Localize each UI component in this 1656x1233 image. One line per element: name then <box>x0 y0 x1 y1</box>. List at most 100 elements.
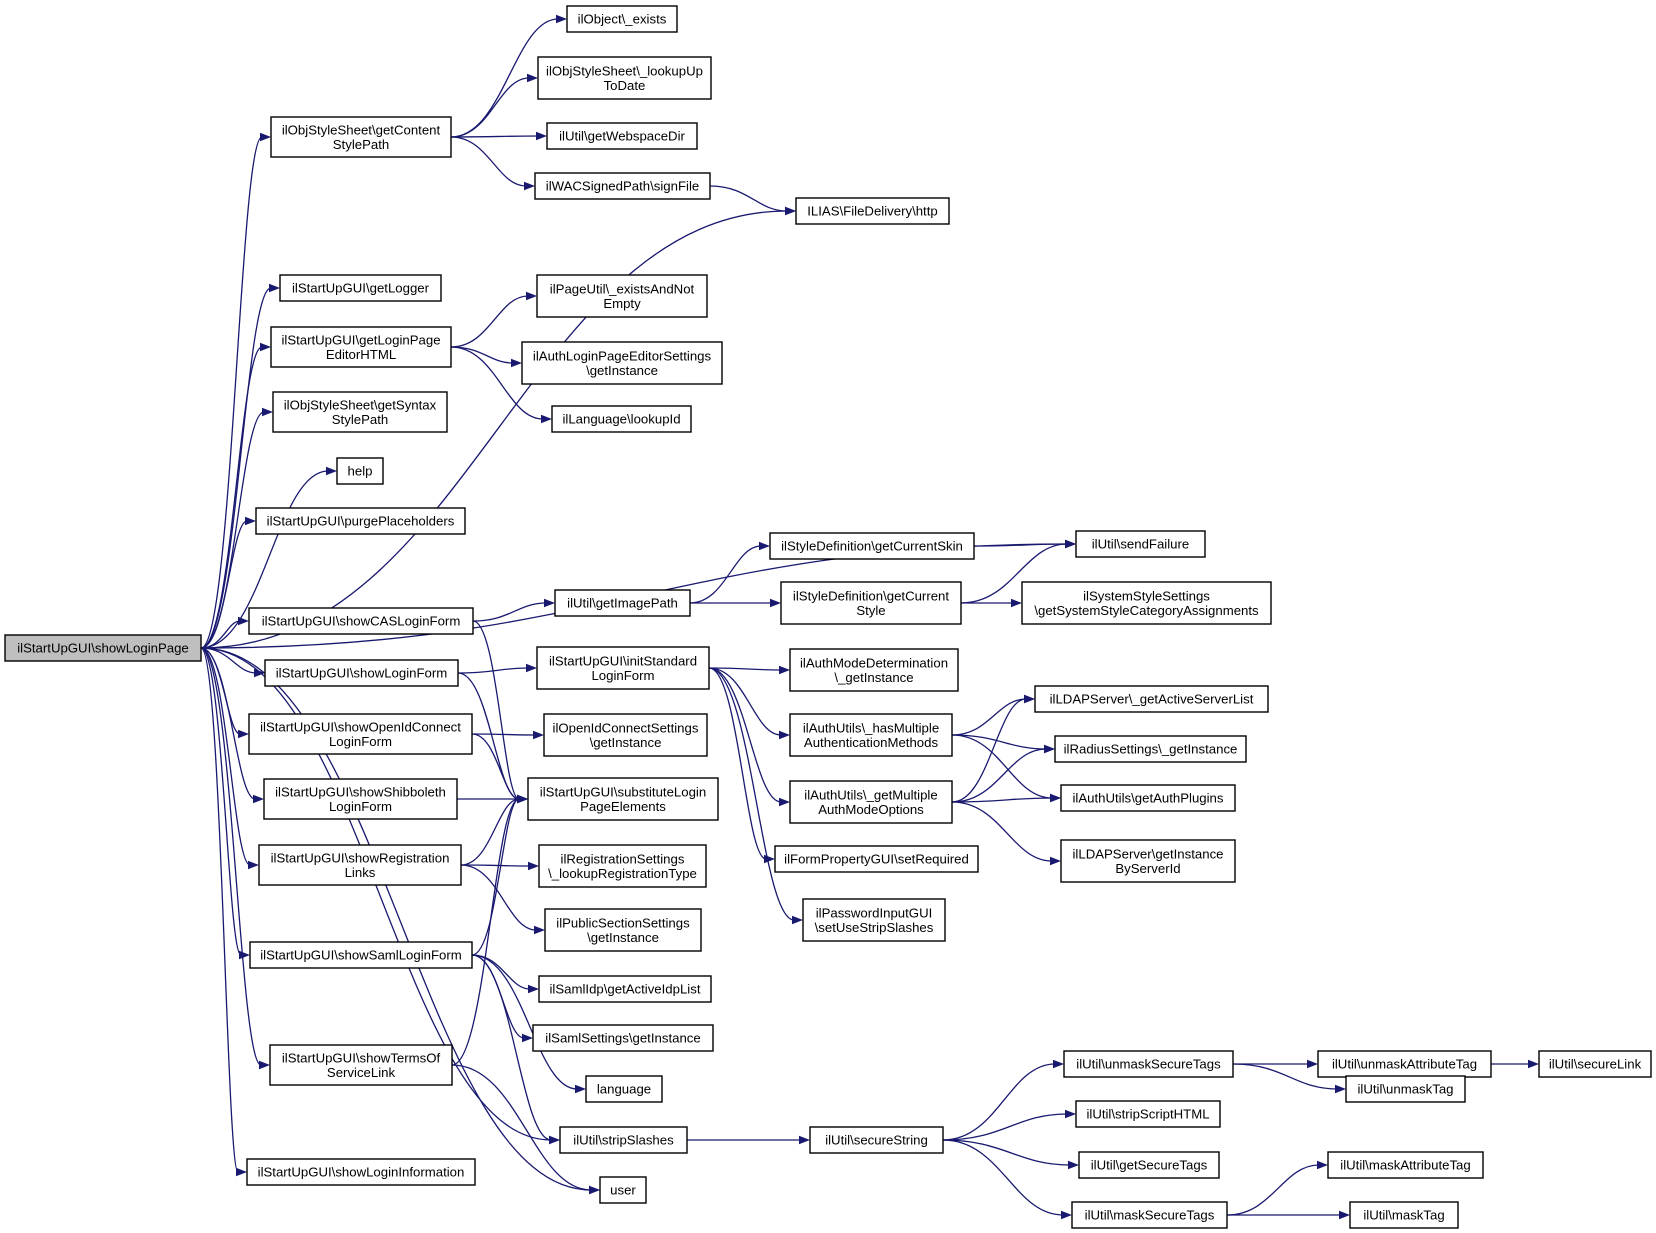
node-ldapactive[interactable]: ilLDAPServer\_getActiveServerList <box>1034 685 1269 713</box>
node-pwdinput[interactable]: ilPasswordInputGUI\setUseStripSlashes <box>802 898 946 942</box>
node-maskattr[interactable]: ilUtil\maskAttributeTag <box>1327 1151 1484 1179</box>
node-authplugins[interactable]: ilAuthUtils\getAuthPlugins <box>1060 784 1236 812</box>
edge-root-to-loginpageeditor <box>200 346 263 649</box>
node-http[interactable]: ILIAS\FileDelivery\http <box>795 197 950 225</box>
node-box <box>551 405 692 433</box>
node-label: ilStartUpGUI\showShibboleth <box>275 784 446 799</box>
edge-root-to-terms <box>200 647 262 1066</box>
node-stripscript[interactable]: ilUtil\stripScriptHTML <box>1075 1100 1221 1128</box>
node-box <box>1054 735 1247 763</box>
node-box <box>536 646 710 690</box>
node-loginform[interactable]: ilStartUpGUI\showLoginForm <box>264 659 459 687</box>
node-label: Empty <box>603 296 641 311</box>
node-label: ilUtil\unmaskTag <box>1357 1082 1453 1097</box>
edge-initstd-to-setrequired <box>708 667 767 860</box>
node-label: ilLDAPServer\getInstance <box>1073 846 1224 861</box>
node-box <box>272 391 448 433</box>
arrowhead-root-to-help <box>326 466 337 476</box>
node-currentskin[interactable]: ilStyleDefinition\getCurrentSkin <box>769 532 975 560</box>
node-hasmultiple[interactable]: ilAuthUtils\_hasMultipleAuthenticationMe… <box>789 713 953 757</box>
node-label: ilObjStyleSheet\getSyntax <box>284 397 437 412</box>
node-authmodedet[interactable]: ilAuthModeDetermination\_getInstance <box>789 648 959 692</box>
node-radius[interactable]: ilRadiusSettings\_getInstance <box>1054 735 1247 763</box>
arrowhead-contentstyle-to-signfile <box>524 181 535 191</box>
node-box <box>554 589 691 617</box>
node-unmaskattr[interactable]: ilUtil\unmaskAttributeTag <box>1317 1050 1492 1078</box>
edge-hasmultiple-to-radius <box>951 734 1047 750</box>
edge-loginform-to-initstd <box>457 667 529 674</box>
node-label: ilUtil\unmaskAttributeTag <box>1332 1057 1477 1072</box>
node-lookupid[interactable]: ilLanguage\lookupId <box>551 405 692 433</box>
node-label: ilStartUpGUI\getLoginPage <box>281 332 440 347</box>
node-saml[interactable]: ilStartUpGUI\showSamlLoginForm <box>249 941 473 969</box>
node-publicsection[interactable]: ilPublicSectionSettings\getInstance <box>544 908 702 952</box>
node-user[interactable]: user <box>599 1176 647 1204</box>
edge-root-to-help <box>200 470 329 649</box>
arrowhead-root-to-saml <box>239 950 250 960</box>
node-getlogger[interactable]: ilStartUpGUI\getLogger <box>279 274 442 302</box>
node-samlsettings[interactable]: ilSamlSettings\getInstance <box>532 1024 714 1052</box>
node-box <box>255 507 466 535</box>
node-authloginsettings[interactable]: ilAuthLoginPageEditorSettings\getInstanc… <box>521 341 723 385</box>
arrowhead-securestring-to-masksecure <box>1061 1210 1072 1220</box>
arrowhead-currentstyle-to-syssettings <box>1011 598 1022 608</box>
node-purge[interactable]: ilStartUpGUI\purgePlaceholders <box>255 507 466 535</box>
node-securelink[interactable]: ilUtil\secureLink <box>1538 1050 1652 1078</box>
node-root[interactable]: ilStartUpGUI\showLoginPage <box>4 634 202 662</box>
arrowhead-saml-to-stripslashes <box>549 1135 560 1145</box>
node-openidsettings[interactable]: ilOpenIdConnectSettings\getInstance <box>543 713 708 757</box>
arrowhead-masksecure-to-maskattr <box>1317 1160 1328 1170</box>
node-sendfailure[interactable]: ilUtil\sendFailure <box>1075 530 1206 558</box>
node-webspace[interactable]: ilUtil\getWebspaceDir <box>546 122 698 150</box>
node-imagepath[interactable]: ilUtil\getImagePath <box>554 589 691 617</box>
node-unmasksecure[interactable]: ilUtil\unmaskSecureTags <box>1063 1050 1234 1078</box>
node-box <box>1034 685 1269 713</box>
node-getsecuretags[interactable]: ilUtil\getSecureTags <box>1078 1151 1220 1179</box>
node-help[interactable]: help <box>336 457 384 485</box>
edge-saml-to-stripslashes <box>471 954 552 1141</box>
edge-reglinks-to-publicsection <box>460 864 537 931</box>
node-masksecure[interactable]: ilUtil\maskSecureTags <box>1071 1201 1228 1229</box>
node-regsettings[interactable]: ilRegistrationSettings\_lookupRegistrati… <box>538 844 707 888</box>
edges-layer <box>200 14 1539 1220</box>
arrowhead-terms-to-user <box>589 1185 600 1195</box>
node-box <box>246 1158 476 1186</box>
arrowhead-root-to-shib <box>253 794 264 804</box>
node-language[interactable]: language <box>585 1075 663 1103</box>
node-logininfo[interactable]: ilStartUpGUI\showLoginInformation <box>246 1158 476 1186</box>
node-objexists[interactable]: ilObject\_exists <box>566 5 678 33</box>
node-cas[interactable]: ilStartUpGUI\showCASLoginForm <box>248 607 474 635</box>
node-label: LoginForm <box>591 668 654 683</box>
arrowhead-saml-to-samlidp <box>528 984 539 994</box>
node-masktag[interactable]: ilUtil\maskTag <box>1349 1201 1459 1229</box>
node-securestring[interactable]: ilUtil\secureString <box>809 1126 944 1154</box>
node-syssettings[interactable]: ilSystemStyleSettings\getSystemStyleCate… <box>1021 581 1272 625</box>
node-stripslashes[interactable]: ilUtil\stripSlashes <box>559 1126 688 1154</box>
node-box <box>789 780 953 824</box>
node-samlidp[interactable]: ilSamlIdp\getActiveIdpList <box>538 975 712 1003</box>
node-box <box>248 713 473 755</box>
node-setrequired[interactable]: ilFormPropertyGUI\setRequired <box>774 845 979 873</box>
node-box <box>802 898 946 942</box>
node-box <box>534 172 711 200</box>
node-label: ilAuthUtils\_hasMultiple <box>803 720 939 735</box>
node-box <box>248 607 474 635</box>
node-label: ilRegistrationSettings <box>561 851 685 866</box>
node-signfile[interactable]: ilWACSignedPath\signFile <box>534 172 711 200</box>
node-unmasktag[interactable]: ilUtil\unmaskTag <box>1345 1075 1466 1103</box>
node-label: ilStartUpGUI\purgePlaceholders <box>267 514 455 529</box>
